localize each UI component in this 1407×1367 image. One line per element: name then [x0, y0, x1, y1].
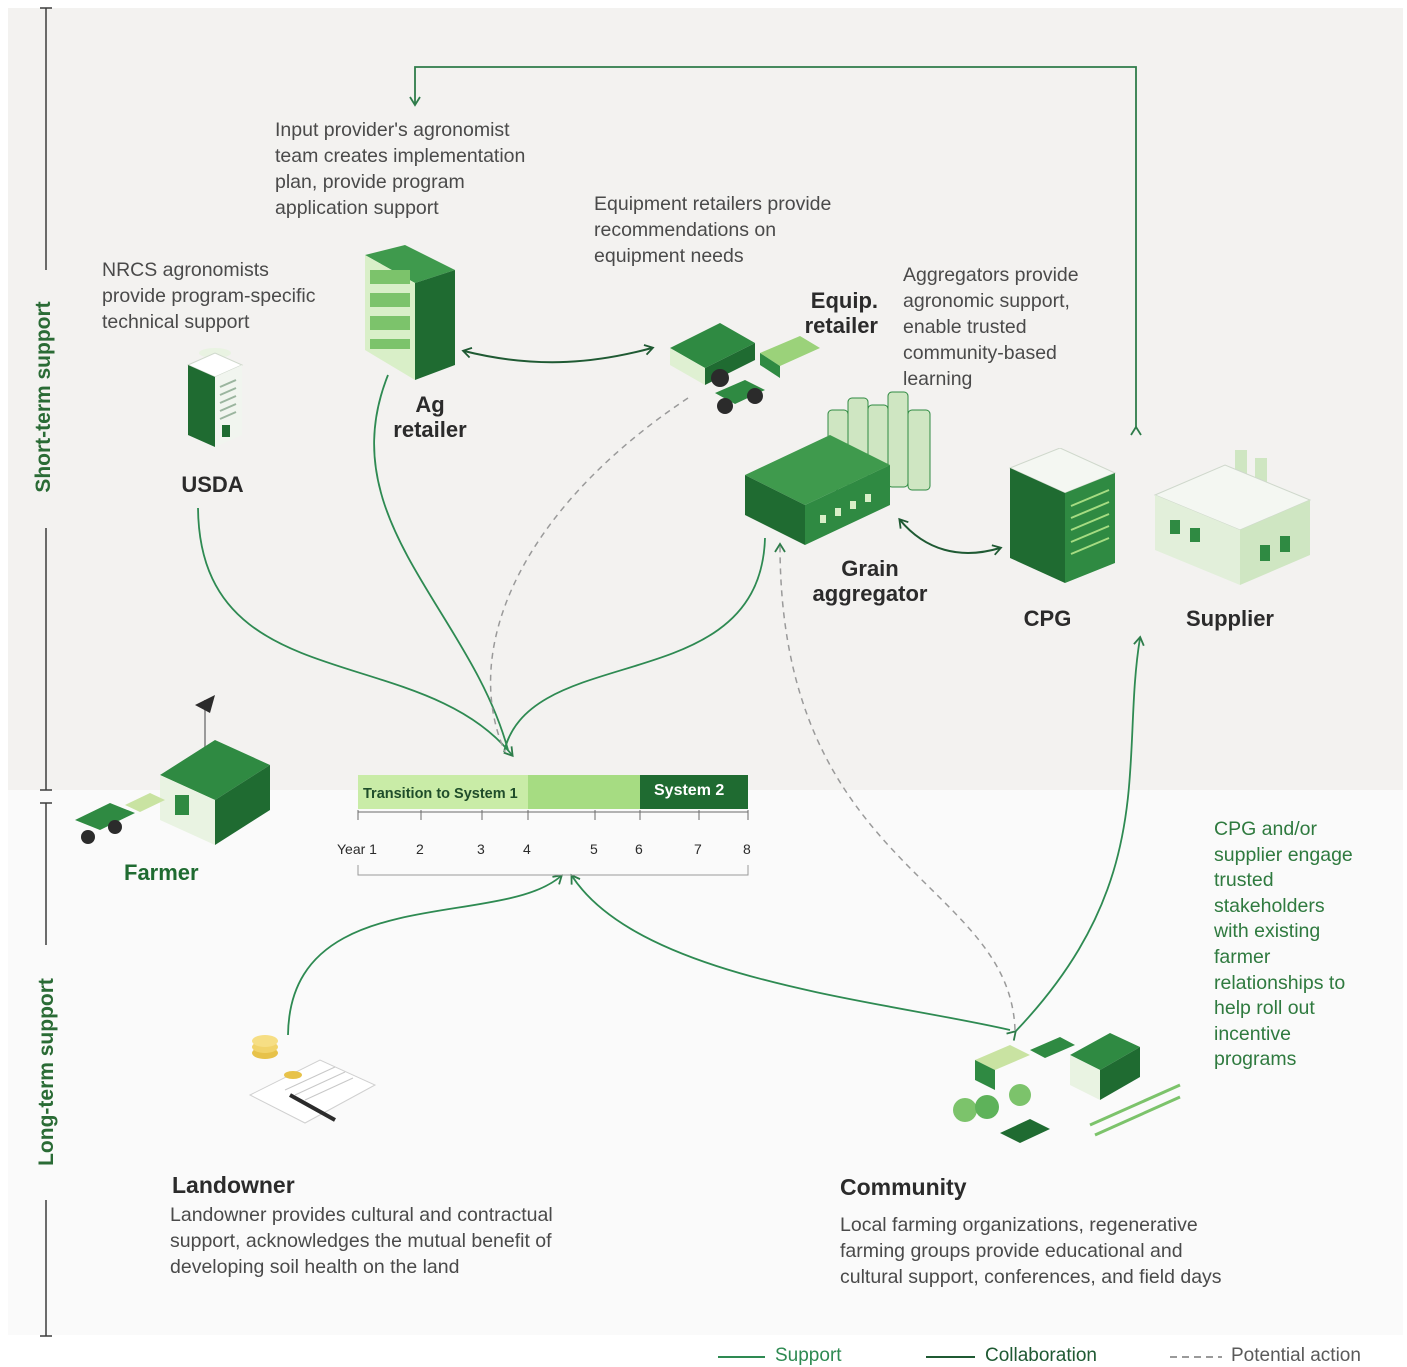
- long-term-band: [8, 790, 1403, 1335]
- landowner-title: Landowner: [172, 1172, 295, 1198]
- cpg-supplier-description: CPG and/or supplier engage trusted stake…: [1214, 818, 1353, 1071]
- tick-year3: 3: [477, 841, 485, 857]
- arrow-grain-cpg: [898, 517, 1003, 556]
- arrow-community-supplier: [1006, 635, 1145, 1041]
- tick-year7: 7: [694, 841, 702, 857]
- arrow-grain-timeline: [503, 537, 766, 753]
- tick-year1: Year 1: [337, 841, 377, 857]
- usda-label: USDA: [181, 472, 244, 497]
- equipment-combine-icon: [670, 323, 820, 414]
- tick-year8: 8: [743, 841, 751, 857]
- farmer-barn-icon: [75, 695, 270, 845]
- equipment-description: Equipment retailers provide recommendati…: [594, 193, 832, 267]
- ag-retailer-shelf-icon: [365, 245, 455, 380]
- timeline-phase1-bar: [358, 775, 528, 809]
- supplier-label: Supplier: [1185, 606, 1274, 631]
- tick-year2: 2: [416, 841, 424, 857]
- supplier-factory-icon: [1153, 450, 1312, 585]
- equip-retailer-label: Equip. retailer: [804, 288, 878, 338]
- arrow-usda-timeline: [197, 507, 514, 758]
- arrow-community-grain-dashed: [774, 542, 1016, 1031]
- input-provider-description: Input provider's agronomist team creates…: [275, 119, 526, 219]
- legend-potential-action: Potential action: [1231, 1345, 1361, 1366]
- arrow-equip-dashed: [489, 397, 689, 753]
- cpg-building-icon: [1008, 448, 1117, 583]
- usda-building-icon: [186, 348, 244, 447]
- aggregators-description: Aggregators provide agronomic support, e…: [903, 264, 1079, 390]
- landowner-description: Landowner provides cultural and contract…: [170, 1204, 553, 1278]
- tick-year5: 5: [590, 841, 598, 857]
- arrow-ag-equip: [461, 344, 655, 364]
- tick-year4: 4: [523, 841, 531, 857]
- timeline-phase2-bar: [640, 775, 748, 809]
- community-title: Community: [840, 1174, 967, 1200]
- arrow-loop-top: [409, 66, 1142, 436]
- timeline-transition-bar: [528, 775, 640, 809]
- community-description: Local farming organizations, regenerativ…: [840, 1214, 1222, 1288]
- legend-collaboration: Collaboration: [985, 1345, 1097, 1366]
- tick-year6: 6: [635, 841, 643, 857]
- timeline-phase1-label: Transition to System 1: [363, 786, 518, 802]
- grain-aggregator-icon: [745, 391, 931, 545]
- community-cluster-icon: [953, 1033, 1181, 1143]
- arrow-community-timeline: [570, 873, 1011, 1031]
- arrow-landowner-timeline: [287, 874, 564, 1036]
- landowner-contract-icon: [248, 1035, 377, 1124]
- grain-aggregator-label: Grain aggregator: [812, 556, 928, 606]
- arrow-ag-timeline: [373, 374, 509, 751]
- cpg-label: CPG: [1023, 606, 1072, 631]
- ag-retailer-label: Ag retailer: [393, 392, 467, 442]
- timeline-phase2-label: System 2: [654, 782, 725, 799]
- nrcs-description: NRCS agronomists provide program-specifi…: [102, 259, 316, 333]
- legend-support: Support: [775, 1345, 842, 1366]
- farmer-label: Farmer: [124, 860, 199, 885]
